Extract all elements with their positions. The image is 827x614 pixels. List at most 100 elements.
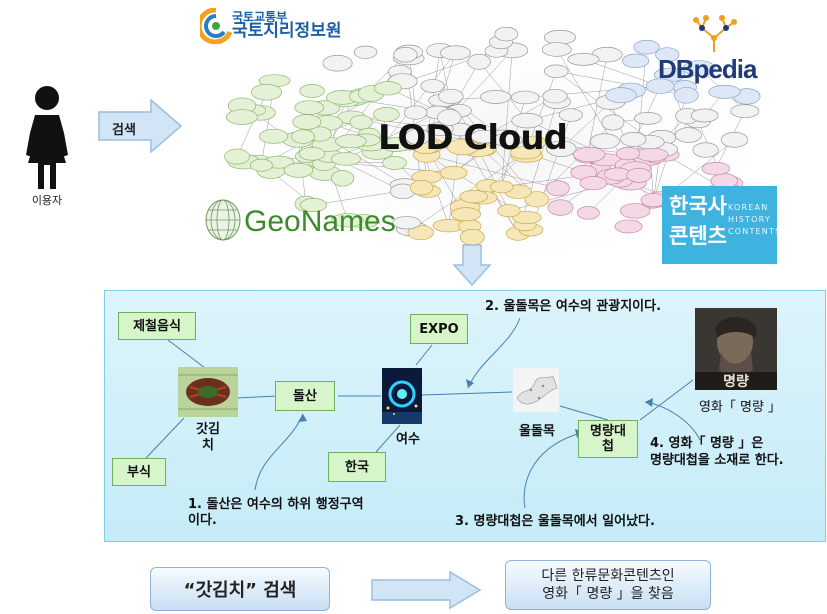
- dbpedia-logo-icon: [693, 15, 737, 52]
- search-arrow-icon: [98, 98, 183, 154]
- cloud-node: [299, 83, 325, 98]
- cloud-node: [353, 45, 378, 59]
- gatkimchi-photo: [178, 367, 238, 417]
- cloud-node: [225, 109, 258, 125]
- cloud-node: [542, 88, 568, 104]
- khc-sub1: KOREAN: [728, 203, 769, 212]
- poster-title: 명량: [723, 373, 749, 390]
- cloud-node: [655, 47, 680, 63]
- khc-sub3: CONTENTS: [728, 227, 782, 236]
- cloud-node: [621, 53, 650, 68]
- annotation-1: 1. 돌산은 여수의 하위 행정구역 이다.: [188, 497, 364, 529]
- cloud-node: [730, 104, 760, 118]
- cloud-node: [524, 191, 550, 208]
- node-expo: EXPO: [410, 314, 468, 344]
- cloud-node: [512, 210, 542, 225]
- label-gatkimchi: 갓김 치: [186, 422, 230, 454]
- cloud-node: [491, 133, 523, 147]
- annotation-4-line2: 명량대첩을 소재로 한다.: [650, 453, 784, 468]
- cloud-node: [437, 109, 462, 126]
- cloud-node: [405, 128, 431, 145]
- node-hanguk: 한국: [328, 452, 386, 482]
- cloud-node: [620, 131, 647, 147]
- node-dolsan: 돌산: [275, 381, 335, 411]
- cloud-node: [480, 90, 512, 104]
- cloud-node: [692, 142, 719, 158]
- myeongryang-line1: 명량대: [590, 424, 626, 439]
- cloud-node: [645, 78, 675, 94]
- cloud-node: [392, 216, 422, 230]
- cloud-node: [511, 112, 544, 129]
- cloud-node: [335, 134, 367, 149]
- cloud-node: [299, 198, 327, 213]
- geonames-globe-icon: [205, 199, 241, 241]
- result-line1: 다른 한류문화콘텐츠인: [541, 568, 675, 584]
- down-arrow-icon: [452, 244, 492, 287]
- khc-line1: 한국사: [669, 194, 727, 218]
- cloud-node: [701, 161, 731, 176]
- cloud-node: [579, 175, 608, 191]
- cloud-node: [298, 146, 326, 161]
- label-yeosu: 여수: [396, 432, 420, 447]
- korean-history-contents-logo: [662, 186, 777, 264]
- result-line2: 영화「 명량 」을 찾음: [542, 586, 674, 602]
- result-box: 다른 한류문화콘텐츠인 영화「 명량 」을 찾음: [505, 560, 711, 610]
- cloud-edge: [561, 102, 611, 149]
- cloud-node: [522, 135, 546, 150]
- cloud-node: [382, 156, 407, 170]
- cloud-node: [683, 60, 716, 77]
- cloud-node: [720, 132, 749, 148]
- label-uldolmok: 울돌목: [519, 424, 555, 439]
- cloud-node: [633, 39, 660, 55]
- cloud-node: [283, 163, 314, 178]
- node-jecheol-food: 제철음식: [118, 312, 196, 340]
- cloud-node: [403, 105, 428, 120]
- gatkimchi-line1: 갓김: [196, 422, 220, 437]
- cloud-node: [497, 204, 521, 218]
- cloud-edge: [236, 92, 267, 157]
- cloud-node: [619, 203, 651, 219]
- cloud-node: [439, 165, 468, 180]
- cloud-node: [626, 167, 652, 183]
- cloud-edge: [530, 114, 572, 231]
- cloud-node: [409, 179, 434, 196]
- node-myeongryang-battle: 명량대 첩: [578, 420, 638, 458]
- cloud-node: [544, 64, 569, 78]
- cloud-node: [634, 111, 662, 125]
- gatkimchi-line2: 치: [202, 438, 214, 453]
- node-busik: 부식: [112, 458, 166, 486]
- annotation-4: 4. 영화「 명량 」은 명량대첩을 소재로 한다.: [650, 435, 784, 469]
- cloud-node: [467, 53, 491, 70]
- ngii-logo-icon: [200, 8, 232, 44]
- cloud-node: [547, 199, 574, 216]
- cloud-node: [224, 148, 250, 165]
- cloud-edge: [583, 59, 661, 87]
- cloud-edge: [426, 154, 559, 189]
- khc-sub2: HISTORY: [728, 215, 771, 224]
- annotation-1-line2: 이다.: [188, 513, 217, 528]
- ngii-line1: 국토교통부: [232, 10, 288, 24]
- cloud-node: [330, 152, 362, 166]
- myeongryang-line2: 첩: [602, 439, 614, 454]
- cloud-node: [251, 83, 283, 101]
- cloud-node: [381, 137, 411, 153]
- geonames-logo-text: GeoNames: [244, 205, 396, 238]
- cloud-node: [249, 158, 273, 172]
- cloud-node: [616, 146, 641, 161]
- cloud-node: [572, 146, 606, 163]
- cloud-node: [674, 87, 699, 104]
- cloud-node: [494, 26, 519, 42]
- lod-cloud-title: LOD Cloud: [378, 118, 568, 158]
- result-arrow-icon: [371, 570, 482, 610]
- cloud-node: [438, 88, 464, 104]
- cloud-node: [690, 108, 719, 123]
- cloud-node: [675, 127, 702, 143]
- ngii-logo-text: 국토교통부 국토지리정보원: [232, 10, 341, 40]
- cloud-node: [510, 90, 540, 105]
- cloud-node: [546, 180, 570, 197]
- khc-subtitle: KOREAN HISTORY CONTENTS: [728, 202, 781, 238]
- search-arrow-label: 검색: [112, 123, 136, 138]
- label-movie: 영화「 명량 」: [698, 400, 782, 415]
- cloud-node: [576, 206, 600, 220]
- dbpedia-logo-text: DBpedia: [658, 54, 757, 84]
